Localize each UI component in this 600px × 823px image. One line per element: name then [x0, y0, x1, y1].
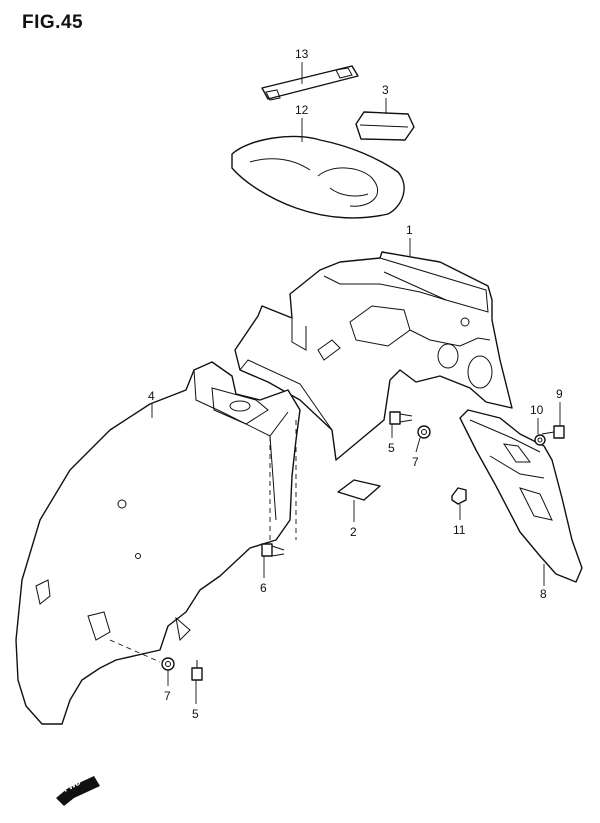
bolt-5b [191, 660, 203, 681]
part-number-11: 11 [453, 523, 466, 537]
part-number-9: 9 [556, 387, 563, 401]
washer-10 [534, 434, 546, 446]
part-number-6: 6 [260, 581, 267, 595]
leader-lines [151, 62, 561, 704]
plate-part [337, 479, 381, 501]
part-number-5b: 5 [192, 707, 199, 721]
bolt-9 [541, 425, 565, 439]
part-number-13: 13 [295, 47, 309, 61]
tool-bag-part [231, 135, 405, 219]
part-number-3: 3 [382, 83, 389, 97]
part-number-8: 8 [540, 587, 547, 601]
flap-bracket-part [459, 409, 583, 583]
figure-title: FIG.45 [22, 12, 84, 33]
bolt-6 [261, 543, 285, 557]
part-number-10: 10 [530, 403, 544, 417]
rear-fender-frame-part [234, 251, 513, 461]
part-number-12: 12 [295, 103, 309, 117]
forward-arrow-icon [56, 776, 100, 806]
strap-part [261, 65, 359, 101]
part-number-1: 1 [406, 223, 413, 237]
part-number-4: 4 [148, 389, 155, 403]
part-number-5: 5 [388, 441, 395, 455]
bolt-5a [389, 411, 413, 425]
nut-11 [451, 487, 467, 505]
part-number-7: 7 [412, 455, 419, 469]
pad-part [355, 111, 415, 141]
part-number-2: 2 [350, 525, 357, 539]
part-number-7b: 7 [164, 689, 171, 703]
nut-7a [417, 425, 431, 439]
nut-7b [161, 657, 175, 671]
rear-fender-part [15, 361, 301, 725]
